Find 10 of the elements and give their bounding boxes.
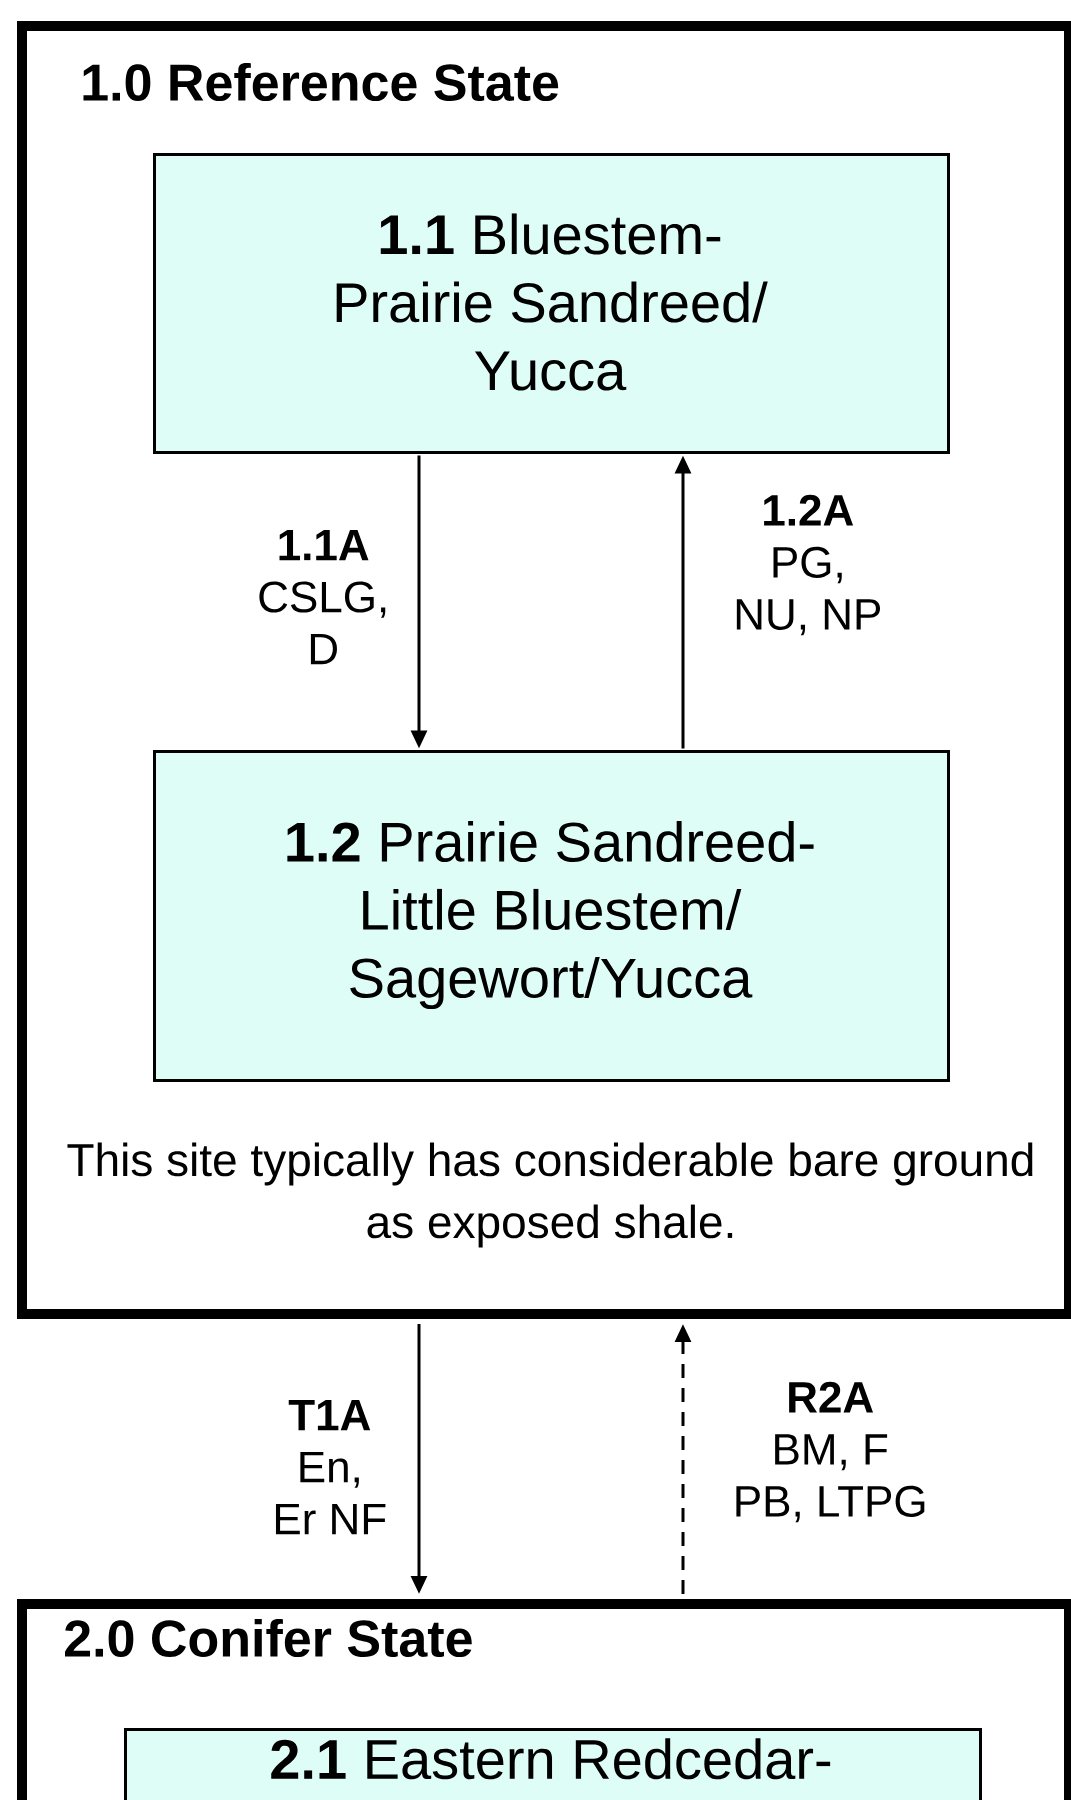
edge-label: R2A BM, F PB, LTPG bbox=[718, 1379, 943, 1525]
edge-label: 1.2A PG, NU, NP bbox=[722, 492, 894, 638]
state-title: 1.0 Reference State bbox=[83, 62, 559, 102]
community-text: 2.1 Eastern Redcedar- bbox=[271, 1738, 831, 1780]
community-text: 1.2 Prairie Sandreed- Little Bluestem/ Sagewort/Yucca bbox=[287, 820, 814, 1010]
state-title: 2.0 Conifer State bbox=[65, 1618, 472, 1658]
community-text: 1.1 Bluestem- Prairie Sandreed/ Yucca bbox=[336, 213, 768, 391]
edge-label: 1.1A CSLG, D bbox=[248, 527, 398, 667]
edge-label: T1A En, Er NF bbox=[261, 1397, 398, 1537]
note-text: This site typically has considerable bare ground as exposed shale. bbox=[67, 1142, 1033, 1248]
